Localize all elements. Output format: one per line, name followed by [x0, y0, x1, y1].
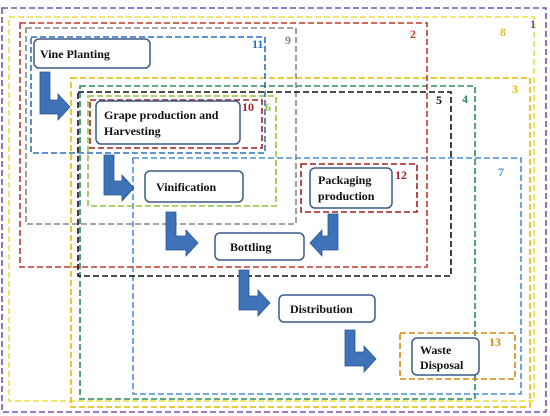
packaging-box [309, 167, 393, 209]
grape-production-label-2: Harvesting [104, 124, 161, 138]
arrow-grape-to-vinification [103, 154, 135, 203]
arrow-distribution-to-waste [344, 329, 377, 374]
grape-production-box [95, 100, 241, 145]
bottling-label: Bottling [230, 240, 271, 254]
boundary-13 [399, 332, 516, 380]
boundary-3 [70, 77, 531, 408]
boundary-number-10: 10 [242, 100, 254, 114]
vinification-box [144, 170, 244, 203]
packaging-label-2: production [318, 189, 375, 203]
arrow-bottling-to-distribution [238, 269, 271, 318]
arrow-vinification-to-bottling [165, 211, 199, 258]
boundary-4 [79, 85, 476, 400]
boundary-number-2: 2 [410, 27, 416, 41]
boundary-number-4: 4 [462, 92, 468, 106]
arrow-packaging-to-bottling [309, 213, 339, 258]
boundary-number-3: 3 [512, 82, 518, 96]
vine-planting-label: Vine Planting [40, 47, 110, 61]
boundary-number-13: 13 [489, 335, 501, 349]
boundary-10 [89, 99, 263, 149]
boundary-11 [30, 36, 266, 154]
grape-production-label-1: Grape production and [104, 108, 219, 122]
boundary-number-6: 6 [265, 100, 271, 114]
boundary-number-5: 5 [436, 93, 442, 107]
arrow-vine-to-grape [39, 71, 71, 122]
boundary-number-12: 12 [395, 168, 407, 182]
boundary-5 [77, 91, 452, 277]
distribution-label: Distribution [290, 302, 353, 316]
waste-disposal-label-1: Waste [420, 343, 452, 357]
waste-disposal-box [411, 337, 480, 376]
boundary-number-7: 7 [498, 165, 504, 179]
boundary-2 [19, 22, 428, 268]
bottling-box [214, 232, 305, 261]
waste-disposal-label-2: Disposal [420, 358, 464, 372]
vine-planting-box [33, 38, 151, 69]
boundary-12 [300, 163, 418, 213]
vinification-label: Vinification [156, 180, 217, 194]
boundary-number-8: 8 [500, 25, 506, 39]
boundary-6 [87, 95, 277, 207]
boundary-9 [25, 27, 297, 225]
distribution-box [278, 294, 376, 323]
packaging-label-1: Packaging [318, 173, 371, 187]
boundary-number-11: 11 [252, 37, 263, 51]
boundary-1 [1, 7, 547, 413]
boundary-8 [8, 16, 535, 402]
boundary-number-1: 1 [530, 17, 536, 31]
boundary-number-9: 9 [285, 33, 291, 47]
